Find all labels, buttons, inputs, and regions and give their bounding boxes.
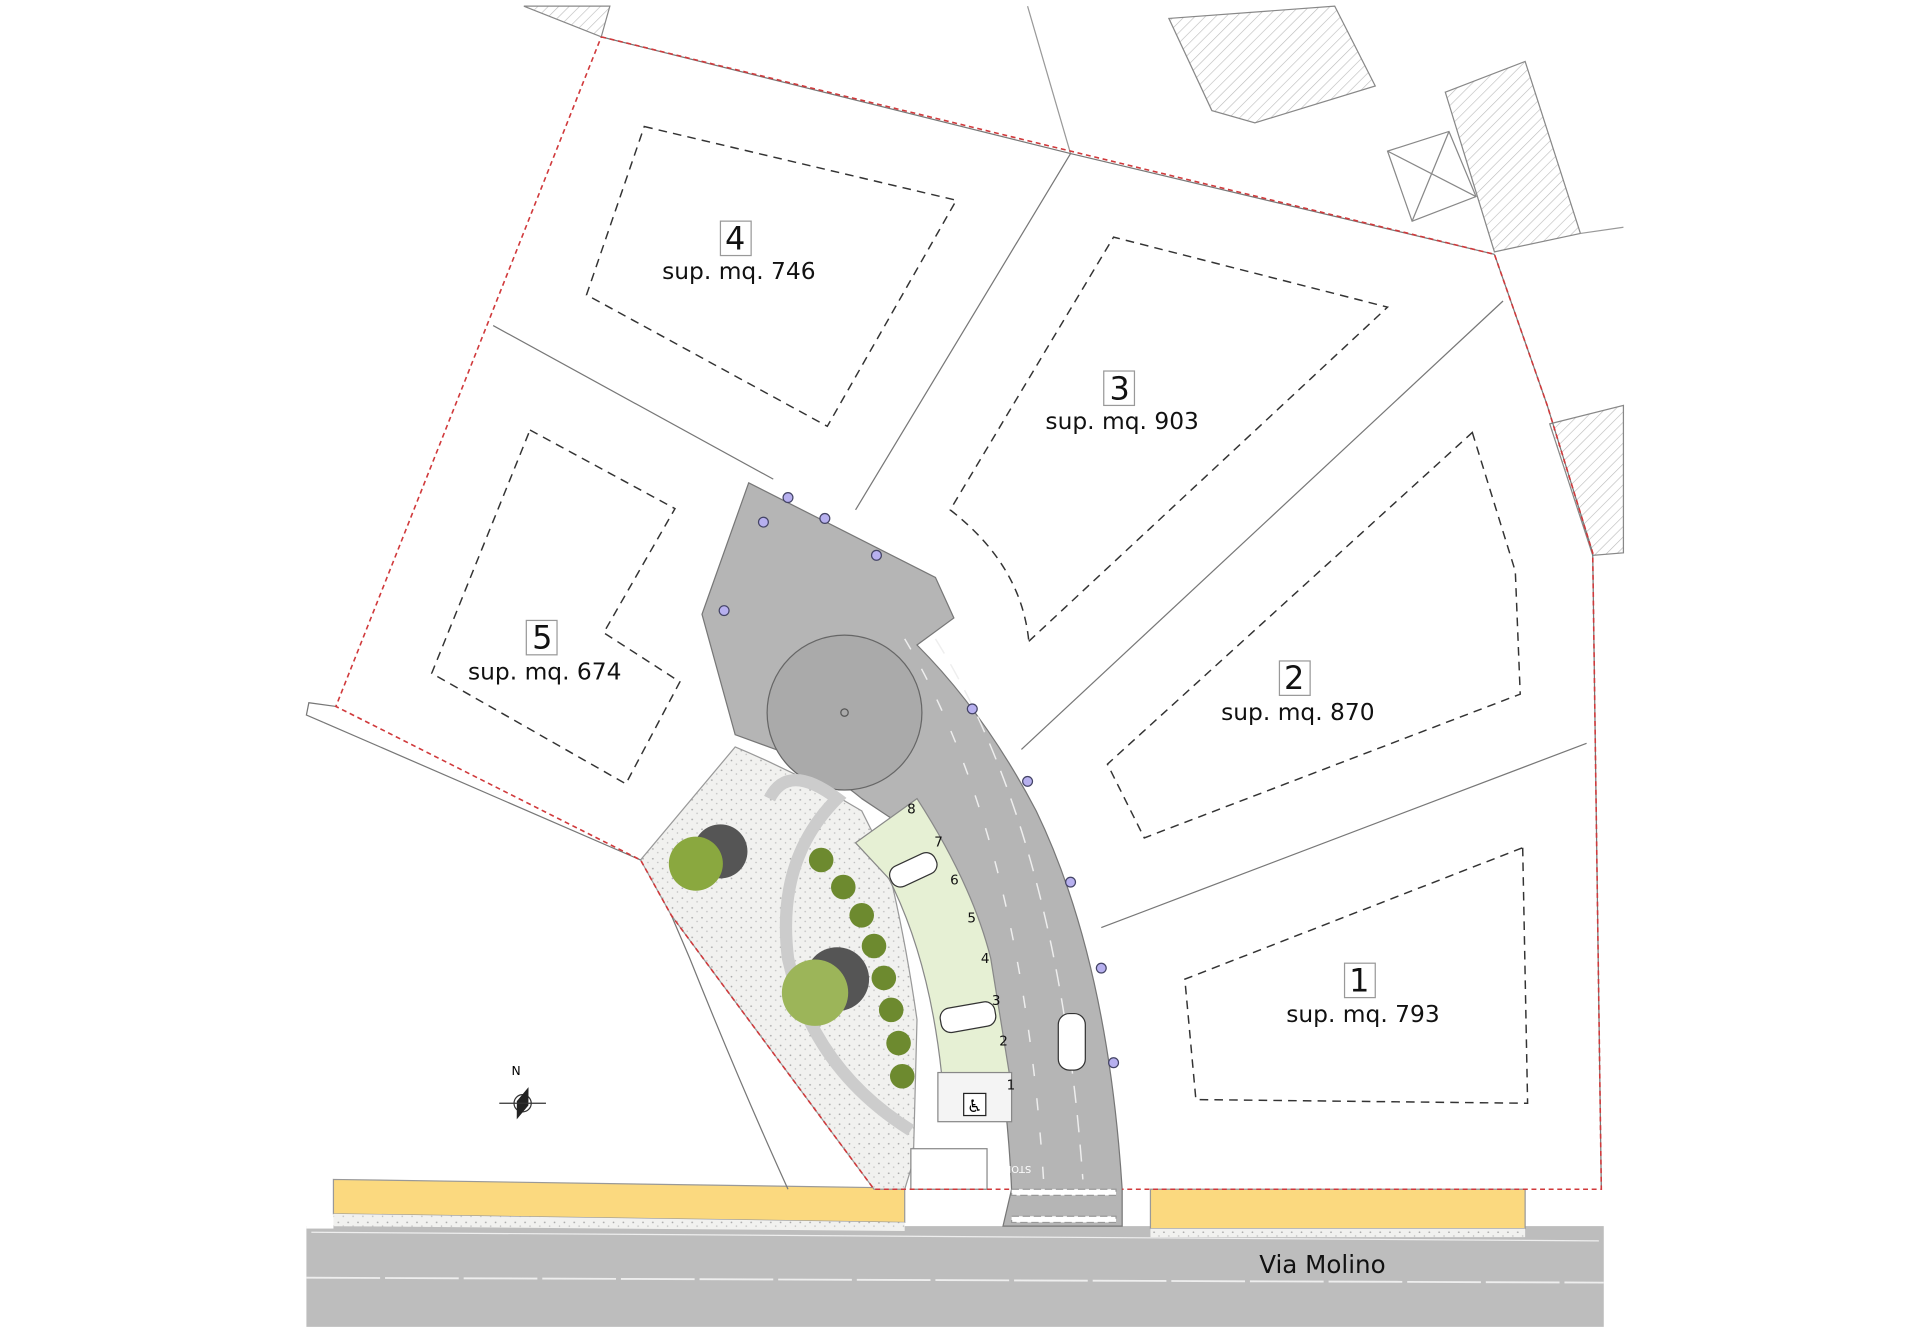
via-molino-road: Via Molino bbox=[306, 1226, 1604, 1327]
svg-text:sup. mq. 903: sup. mq. 903 bbox=[1045, 407, 1198, 435]
building-envelopes bbox=[430, 125, 1529, 1105]
parking-space-number: 1 bbox=[1007, 1078, 1016, 1094]
parking-space-number: 5 bbox=[967, 911, 976, 927]
wheelchair-icon bbox=[963, 1092, 987, 1117]
crosswalk bbox=[1010, 1188, 1117, 1224]
lot-5-label: 5 sup. mq. 674 bbox=[468, 619, 621, 686]
north-label: N bbox=[512, 1064, 521, 1078]
svg-text:1: 1 bbox=[1349, 961, 1369, 999]
property-boundary bbox=[334, 36, 1603, 1191]
lot-1-envelope bbox=[1184, 846, 1529, 1105]
street-name: Via Molino bbox=[1259, 1250, 1385, 1279]
access-road: STOP bbox=[701, 481, 1123, 1227]
stop-marking: STOP bbox=[1005, 1163, 1031, 1174]
parking-space-number: 2 bbox=[999, 1034, 1008, 1050]
svg-text:sup. mq. 746: sup. mq. 746 bbox=[662, 257, 815, 285]
cycle-lanes bbox=[306, 1176, 1526, 1238]
lot-labels: 4 sup. mq. 746 3 sup. mq. 903 5 sup. mq.… bbox=[468, 219, 1440, 1028]
parking-area: ♿ 1 2 3 4 5 6 7 8 bbox=[854, 797, 1086, 1190]
lot-3-envelope bbox=[949, 236, 1390, 642]
lot-4-label: 4 sup. mq. 746 bbox=[662, 219, 815, 284]
lot-3-label: 3 sup. mq. 903 bbox=[1045, 369, 1198, 434]
svg-text:5: 5 bbox=[532, 619, 552, 657]
parked-car bbox=[888, 852, 938, 888]
neighbouring-buildings bbox=[523, 5, 1625, 556]
lot-2-label: 2 sup. mq. 870 bbox=[1221, 659, 1374, 726]
parking-space-number: 6 bbox=[950, 873, 959, 889]
svg-text:sup. mq. 793: sup. mq. 793 bbox=[1286, 1000, 1439, 1028]
lot-4-envelope bbox=[585, 125, 958, 428]
svg-text:sup. mq. 870: sup. mq. 870 bbox=[1221, 698, 1374, 726]
garden bbox=[639, 746, 918, 1190]
moving-car bbox=[1057, 1012, 1086, 1071]
trees bbox=[668, 824, 915, 1089]
parking-space-number: 3 bbox=[992, 993, 1001, 1009]
lot-2-envelope bbox=[1106, 431, 1521, 839]
parked-car bbox=[939, 1001, 997, 1034]
lot-5-envelope bbox=[430, 428, 681, 785]
direction-arrows bbox=[718, 492, 1120, 1069]
parking-space-number: 4 bbox=[981, 951, 990, 967]
parking-space-number: 7 bbox=[934, 834, 943, 850]
svg-text:3: 3 bbox=[1110, 369, 1130, 407]
svg-text:♿: ♿ bbox=[967, 1097, 982, 1117]
turning-circle bbox=[766, 634, 923, 791]
parking-space-number: 8 bbox=[907, 801, 916, 817]
north-arrow-icon: N bbox=[499, 1064, 546, 1120]
lot-1-label: 1 sup. mq. 793 bbox=[1286, 961, 1439, 1028]
svg-text:sup. mq. 674: sup. mq. 674 bbox=[468, 657, 621, 685]
svg-text:4: 4 bbox=[725, 219, 745, 257]
svg-text:2: 2 bbox=[1284, 659, 1304, 697]
